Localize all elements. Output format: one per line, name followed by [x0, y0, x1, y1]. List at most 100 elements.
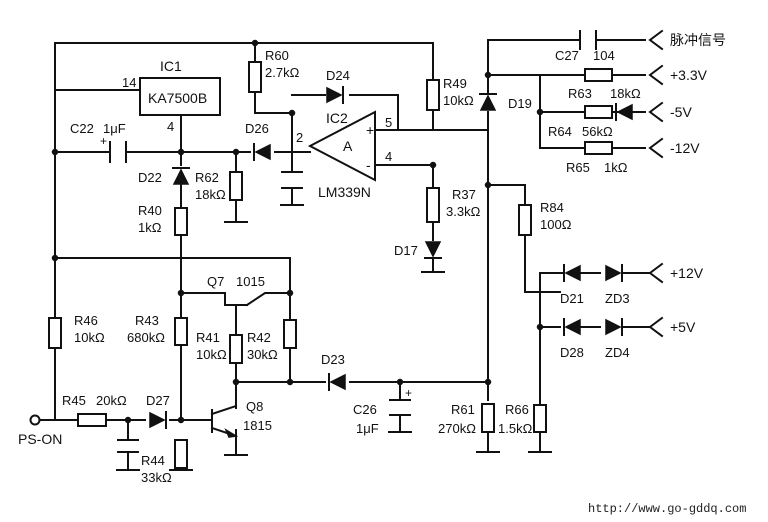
- zd3-ref: ZD3: [605, 291, 630, 306]
- ic2-plus: +: [366, 122, 374, 138]
- r64-body: [584, 105, 613, 119]
- ic2-ref: IC2: [326, 110, 348, 126]
- ic1-pin-4: 4: [167, 119, 174, 134]
- ic1-block: IC1 KA7500B 14 4: [122, 58, 221, 134]
- ic2-pin-2: 2: [296, 130, 303, 145]
- r42-value: 30kΩ: [247, 347, 278, 362]
- terminal-minus12v: -12V: [670, 140, 700, 156]
- r61-body: [481, 403, 495, 433]
- d28-ref: D28: [560, 345, 584, 360]
- r45-body: [77, 413, 107, 427]
- r49-body: [426, 79, 440, 111]
- terminal-arrows: [29, 29, 664, 426]
- r64-ref: R64: [548, 124, 572, 139]
- q8-ref: Q8: [246, 399, 263, 414]
- r66-ref: R66: [505, 402, 529, 417]
- ic1-pin-14: 14: [122, 75, 136, 90]
- r65-value: 1kΩ: [604, 160, 628, 175]
- r43-value: 680kΩ: [127, 330, 165, 345]
- d27-ref: D27: [146, 393, 170, 408]
- r44-ref: R44: [141, 453, 165, 468]
- r61-ref: R61: [451, 402, 475, 417]
- svg-text:+: +: [405, 386, 412, 400]
- r61-value: 270kΩ: [438, 421, 476, 436]
- r44-body: [174, 439, 188, 469]
- ic1-part: KA7500B: [148, 90, 207, 106]
- junctions: [51, 39, 544, 424]
- labels: R60 2.7kΩ D24 R49 10kΩ D19 C22 1μF D26 D…: [18, 33, 746, 516]
- c26-value: 1μF: [356, 421, 379, 436]
- r65-body: [584, 141, 613, 155]
- q7-ref: Q7: [207, 274, 224, 289]
- r42-body: [283, 319, 297, 349]
- d24-ref: D24: [326, 68, 350, 83]
- terminal-pulse: 脉冲信号: [670, 33, 726, 49]
- d26-ref: D26: [245, 121, 269, 136]
- r60-ref: R60: [265, 48, 289, 63]
- r84-value: 100Ω: [540, 217, 572, 232]
- r46-ref: R46: [74, 313, 98, 328]
- r45-value: 20kΩ: [96, 393, 127, 408]
- d17-ref: D17: [394, 243, 418, 258]
- r65-ref: R65: [566, 160, 590, 175]
- c22-value: 1μF: [103, 121, 126, 136]
- r66-value: 1.5kΩ: [498, 421, 533, 436]
- r66-body: [533, 404, 547, 433]
- terminal-3v3: +3.3V: [670, 67, 708, 83]
- r41-value: 10kΩ: [196, 347, 227, 362]
- terminal-5v: +5V: [670, 319, 696, 335]
- r46-body: [48, 317, 62, 349]
- d21-ref: D21: [560, 291, 584, 306]
- ic2-pin-4: 4: [385, 149, 392, 164]
- r63-body: [584, 68, 613, 82]
- r64-value: 56kΩ: [582, 124, 613, 139]
- r37-ref: R37: [452, 187, 476, 202]
- c27-value: 104: [593, 48, 615, 63]
- terminal-12v: +12V: [670, 265, 704, 281]
- r40-body: [174, 207, 188, 236]
- d19-ref: D19: [508, 96, 532, 111]
- r37-value: 3.3kΩ: [446, 204, 481, 219]
- q8-part: 1815: [243, 418, 272, 433]
- r45-ref: R45: [62, 393, 86, 408]
- svg-text:+: +: [100, 134, 107, 148]
- r46-value: 10kΩ: [74, 330, 105, 345]
- ic1-ref: IC1: [160, 58, 182, 74]
- r44-value: 33kΩ: [141, 470, 172, 485]
- r37-body: [426, 187, 440, 223]
- r42-ref: R42: [247, 330, 271, 345]
- r49-ref: R49: [443, 76, 467, 91]
- ic2-pin-5: 5: [385, 115, 392, 130]
- r40-value: 1kΩ: [138, 220, 162, 235]
- capacitors: + +: [100, 30, 597, 453]
- resistors: [48, 61, 613, 469]
- ic2-minus: -: [366, 157, 371, 173]
- diodes: [149, 86, 641, 429]
- zd4-ref: ZD4: [605, 345, 630, 360]
- r62-value: 18kΩ: [195, 187, 226, 202]
- r62-ref: R62: [195, 170, 219, 185]
- r43-body: [174, 317, 188, 346]
- grounds: [116, 204, 552, 471]
- terminal-minus5v: -5V: [670, 104, 692, 120]
- c27-ref: C27: [555, 48, 579, 63]
- transistors: [210, 292, 248, 438]
- r49-value: 10kΩ: [443, 93, 474, 108]
- r63-ref: R63: [568, 86, 592, 101]
- r84-ref: R84: [540, 200, 564, 215]
- terminal-pson: PS-ON: [18, 431, 62, 447]
- r60-body: [248, 61, 262, 93]
- r84-body: [518, 204, 532, 236]
- d23-ref: D23: [321, 352, 345, 367]
- r41-ref: R41: [196, 330, 220, 345]
- r63-value: 18kΩ: [610, 86, 641, 101]
- r60-value: 2.7kΩ: [265, 65, 300, 80]
- r43-ref: R43: [135, 313, 159, 328]
- ic2-part: LM339N: [318, 184, 371, 200]
- c22-ref: C22: [70, 121, 94, 136]
- ic2-comparator: A IC2 LM339N 2 5 4 + -: [296, 110, 392, 200]
- r41-body: [229, 334, 243, 364]
- r62-body: [229, 171, 243, 201]
